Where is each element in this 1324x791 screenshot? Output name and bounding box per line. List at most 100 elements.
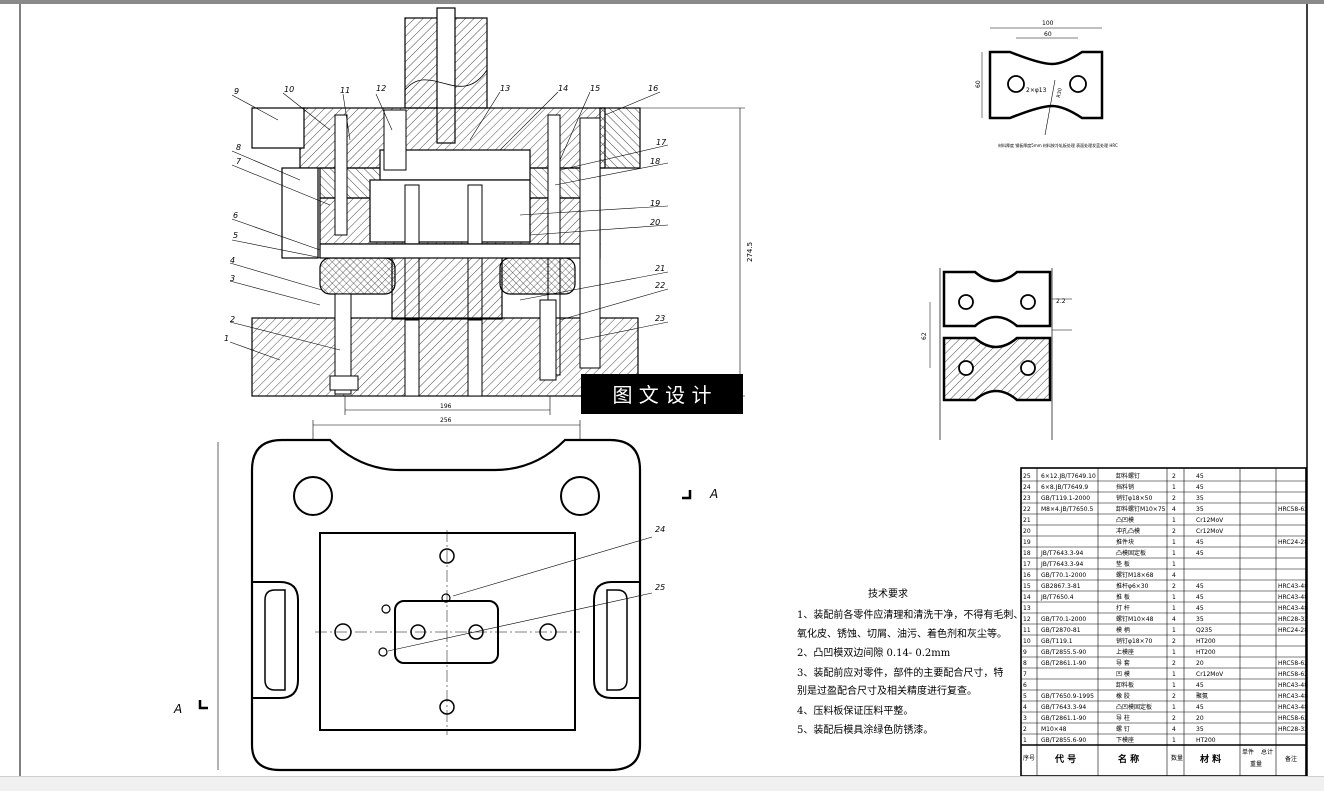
- bom-cell-code: M8×4.JB/T7650.5: [1041, 506, 1093, 513]
- callout-18: 18: [650, 157, 660, 166]
- callout-4: 4: [230, 256, 235, 265]
- callout-19: 19: [650, 199, 660, 208]
- callout-24: 24: [655, 525, 665, 534]
- bom-cell-no: 19: [1023, 539, 1031, 546]
- requirement-line-4: 3、装配前应对零件，部件的主要配合尺寸，特: [797, 666, 1003, 679]
- bom-cell-material: Cr12MoV: [1196, 671, 1224, 678]
- bom-cell-material: 45: [1196, 550, 1204, 557]
- bom-cell-code: GB2867.3-81: [1041, 583, 1081, 590]
- bom-cell-material: 35: [1196, 506, 1204, 513]
- bom-cell-name: 销钉φ18×50: [1116, 494, 1152, 502]
- bom-cell-name: 凸凹模: [1116, 516, 1134, 524]
- dim-strip-width-inner: 60: [1044, 31, 1052, 38]
- bom-cell-code: GB/T2861.1-90: [1041, 715, 1086, 722]
- bom-cell-code: JB/T7643.3-94: [1040, 550, 1084, 557]
- bom-cell-remark: HRC58-62: [1278, 660, 1308, 667]
- bom-cell-code: M10×48: [1041, 726, 1067, 733]
- bom-cell-no: 2: [1023, 726, 1027, 733]
- bom-cell-code: GB/T7643.3-94: [1041, 704, 1086, 711]
- callout-numbers: 1 2 3 4 5 6 7 8 9 10 11 12 13 14 15 16 1…: [224, 84, 667, 592]
- bom-cell-name: 螺钉M10×48: [1116, 615, 1154, 623]
- bom-cell-code: JB/T7650.4: [1040, 594, 1074, 601]
- bom-cell-material: Cr12MoV: [1196, 528, 1224, 535]
- bom-cell-qty: 2: [1172, 693, 1176, 700]
- bom-cell-qty: 1: [1172, 627, 1176, 634]
- bom-cell-no: 13: [1023, 605, 1031, 612]
- callout-16: 16: [648, 84, 658, 93]
- bom-cell-no: 1: [1023, 737, 1027, 744]
- bom-cell-no: 6: [1023, 682, 1027, 689]
- bom-cell-no: 8: [1023, 660, 1027, 667]
- bom-cell-no: 18: [1023, 550, 1031, 557]
- bom-cell-material: 35: [1196, 495, 1204, 502]
- bom-cell-no: 22: [1023, 506, 1031, 513]
- bom-cell-code: 6×12.JB/T7649.10: [1041, 473, 1096, 480]
- bom-cell-name: 推件块: [1116, 538, 1134, 546]
- bom-cell-remark: HRC28-32: [1278, 726, 1308, 733]
- watermark-box: [581, 374, 743, 414]
- bom-cell-material: 20: [1196, 660, 1204, 667]
- bom-cell-no: 24: [1023, 484, 1031, 491]
- dim-layout-pitch: 62: [921, 332, 928, 340]
- bom-cell-material: 45: [1196, 583, 1204, 590]
- dim-height-total: 274.5: [746, 242, 754, 262]
- bom-cell-qty: 1: [1172, 594, 1176, 601]
- dim-width-plan: 256: [440, 417, 452, 424]
- callout-6: 6: [233, 211, 238, 220]
- callout-3: 3: [230, 274, 235, 283]
- bom-cell-name: 打 杆: [1116, 604, 1130, 612]
- bom-cell-name: 螺钉M18×68: [1116, 571, 1154, 579]
- lower-die-set: [251, 317, 639, 397]
- guide-bushing-left: [281, 167, 319, 259]
- bom-cell-name: 卸料板: [1116, 681, 1134, 689]
- bom-cell-material: 45: [1196, 605, 1204, 612]
- upper-die-right-wing: [599, 107, 641, 169]
- bom-cell-material: HT200: [1196, 737, 1216, 744]
- dim-strip-dia: 2×φ13: [1026, 87, 1047, 94]
- bom-cell-name: 销钉φ18×70: [1116, 637, 1152, 645]
- bom-cell-material: HT200: [1196, 638, 1216, 645]
- callout-20: 20: [650, 218, 660, 227]
- bom-header-material: 材 料: [1199, 753, 1221, 765]
- callout-1: 1: [224, 334, 229, 343]
- callout-7: 7: [236, 157, 242, 166]
- bom-cell-material: HT200: [1196, 649, 1216, 656]
- dim-strip-width-total: 100: [1042, 20, 1054, 27]
- bom-cell-no: 16: [1023, 572, 1031, 579]
- technical-requirements: 技术要求 1、装配前各零件应清理和清洗干净，不得有毛刺、 氧化皮、锈蚀、切屑、油…: [797, 587, 1023, 736]
- bom-cell-qty: 1: [1172, 605, 1176, 612]
- bom-cell-remark: HRC58-62: [1278, 671, 1308, 678]
- bom-cell-name: 螺 钉: [1116, 725, 1130, 733]
- requirement-line-6: 4、压料板保证压料平整。: [797, 704, 913, 717]
- requirement-line-5: 别是过盈配合尺寸及相关精度进行复查。: [797, 684, 977, 697]
- callout-11: 11: [340, 86, 350, 95]
- bom-cell-remark: HRC24-28: [1278, 627, 1308, 634]
- bom-cell-material: 20: [1196, 715, 1204, 722]
- dim-width-lower: 196: [440, 403, 452, 410]
- bom-cell-qty: 2: [1172, 583, 1176, 590]
- window-top-border: [0, 0, 1324, 4]
- callout-13: 13: [500, 84, 510, 93]
- bom-header-name: 名 称: [1118, 753, 1139, 765]
- bom-cell-qty: 2: [1172, 473, 1176, 480]
- bom-cell-name: 上模座: [1116, 648, 1134, 656]
- bom-cell-name: 推杆φ6×30: [1116, 582, 1149, 590]
- bom-cell-code: GB/T119.1: [1041, 638, 1073, 645]
- bom-cell-remark: HRC58-62: [1278, 506, 1308, 513]
- bom-cell-no: 7: [1023, 671, 1027, 678]
- bom-cell-material: 35: [1196, 726, 1204, 733]
